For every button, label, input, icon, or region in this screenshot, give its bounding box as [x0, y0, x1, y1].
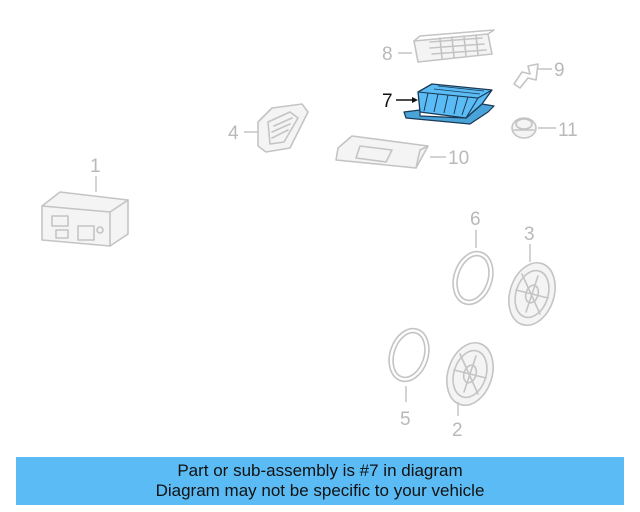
part-1-head-unit[interactable] [41, 191, 129, 247]
part-7-module[interactable] [403, 83, 495, 125]
part-5-ring[interactable] [383, 323, 436, 386]
parts-diagram: 8 9 7 11 4 10 [41, 29, 578, 441]
part-2-speaker[interactable] [439, 337, 501, 411]
callout-4: 4 [228, 123, 239, 144]
banner-line-2: Diagram may not be specific to your vehi… [155, 481, 485, 500]
info-banner: Part or sub-assembly is #7 in diagram Di… [16, 457, 624, 505]
banner-line-1: Part or sub-assembly is #7 in diagram [177, 461, 463, 480]
part-6-ring[interactable] [447, 246, 500, 309]
callout-1: 1 [90, 156, 101, 177]
callout-5: 5 [400, 409, 411, 430]
callout-9: 9 [554, 60, 565, 81]
callout-2: 2 [452, 420, 463, 441]
callout-10: 10 [448, 148, 469, 169]
part-4-cover[interactable] [257, 103, 309, 153]
callout-6: 6 [470, 209, 481, 230]
part-11-grommet[interactable] [511, 117, 537, 139]
part-10-tray[interactable] [335, 135, 429, 169]
callout-11: 11 [558, 120, 578, 141]
part-8-grille[interactable] [413, 29, 495, 63]
part-9-bracket[interactable] [513, 63, 539, 89]
part-3-speaker[interactable] [501, 257, 563, 331]
callout-8: 8 [382, 44, 393, 65]
callout-7: 7 [382, 91, 393, 112]
callout-3: 3 [524, 224, 535, 245]
